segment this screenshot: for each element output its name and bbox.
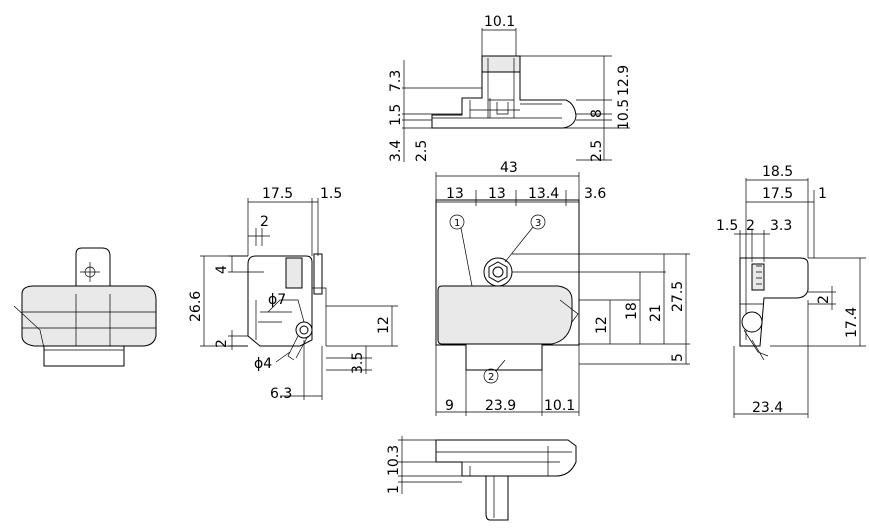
dim-1-5-left: 1.5	[320, 186, 342, 202]
dim-43: 43	[500, 160, 518, 176]
dim-13-b: 13	[488, 186, 506, 202]
dim-2-5-right: 2.5	[589, 140, 605, 162]
dim-13-a: 13	[446, 186, 464, 202]
dim-26-6: 26.6	[188, 291, 204, 322]
dim-27-5: 27.5	[670, 281, 686, 312]
bottom-view: 10.3 1	[386, 436, 577, 521]
dim-18: 18	[624, 302, 640, 320]
phi4-label: ϕ4	[254, 356, 272, 372]
dim-18-5: 18.5	[762, 164, 793, 180]
dim-9: 9	[445, 398, 454, 414]
dim-12-9: 12.9	[616, 65, 632, 96]
dim-23-4: 23.4	[752, 400, 783, 416]
dim-21: 21	[648, 304, 664, 322]
right-side-view: 18.5 17.5 1 1.5 2 3.3 2 17.4 23.4	[716, 164, 866, 418]
dim-1-right: 1	[818, 186, 827, 202]
dim-3-6: 3.6	[584, 186, 606, 202]
front-view: 1 3 2 43 13 13 13.4 3.6 12 18 21 27.5 5 …	[435, 160, 690, 416]
left-side-view: 17.5 1.5 2 4 26.6 2 ϕ7 ϕ4 12 3.5 6.3	[188, 186, 398, 402]
dim-10-5: 10.5	[616, 99, 632, 130]
callout-1: 1	[454, 218, 460, 229]
dim-13-4: 13.4	[528, 186, 559, 202]
dim-2-right: 2	[746, 218, 755, 234]
dim-12-left: 12	[376, 316, 392, 334]
callout-2: 2	[488, 372, 494, 383]
dim-3-5: 3.5	[350, 352, 366, 374]
dim-top-width: 10.1	[484, 14, 515, 30]
dim-3-3: 3.3	[770, 218, 792, 234]
dim-2-5-left: 2.5	[414, 140, 430, 162]
dim-7-3: 7.3	[388, 70, 404, 92]
dim-5: 5	[670, 353, 686, 362]
dim-17-5-left: 17.5	[262, 186, 293, 202]
dim-2-bottom-left: 2	[214, 339, 230, 348]
dim-23-9: 23.9	[485, 398, 516, 414]
dim-10-3: 10.3	[386, 445, 402, 476]
dim-2-right-h: 2	[816, 295, 832, 304]
dim-10-1: 10.1	[544, 398, 575, 414]
top-view: 10.1 12.9 8 10.5 2.5 7.3 1.5 3.4 2.5	[388, 14, 632, 162]
dim-1-5: 1.5	[388, 104, 404, 126]
dim-6-3: 6.3	[270, 386, 292, 402]
dim-3-4: 3.4	[388, 140, 404, 162]
dim-8: 8	[589, 109, 605, 118]
dim-12-front: 12	[594, 316, 610, 334]
dim-17-4: 17.4	[844, 307, 860, 338]
dim-1-bottom: 1	[386, 485, 402, 494]
dim-4-left: 4	[214, 265, 230, 274]
phi7-label: ϕ7	[268, 292, 286, 308]
callout-3: 3	[535, 218, 541, 229]
dim-1-5-right: 1.5	[716, 218, 738, 234]
dim-2-top-left: 2	[260, 214, 269, 230]
iso-view-left	[13, 247, 157, 367]
dim-17-5-right: 17.5	[762, 186, 793, 202]
